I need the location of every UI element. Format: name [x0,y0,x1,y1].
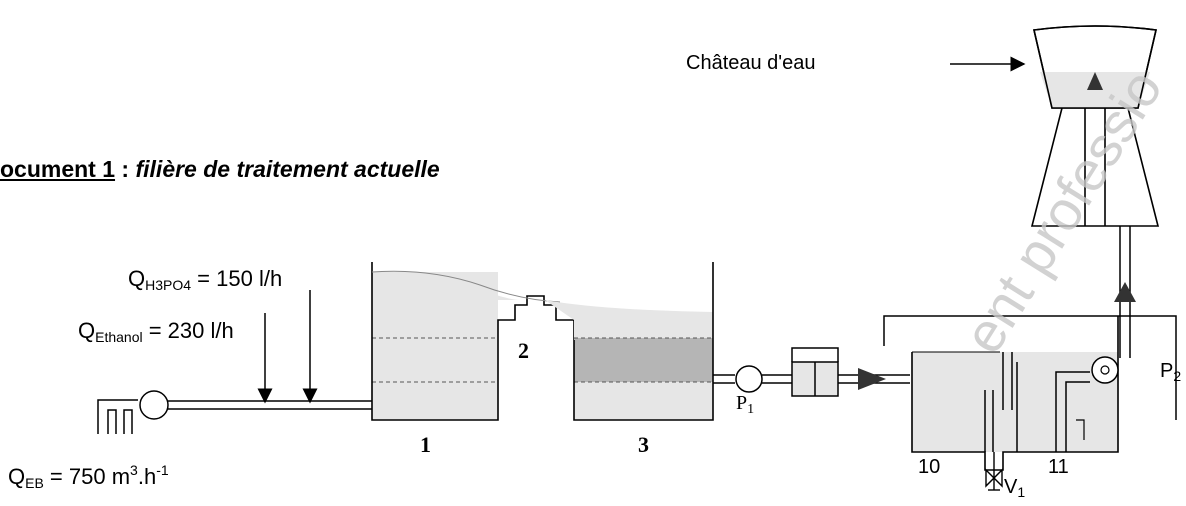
riser-arrow [1114,282,1136,302]
pump-p2-label: P2 [1160,360,1182,384]
tank-10-label: 10 [918,456,941,478]
pump-p1 [735,365,763,393]
outlet-pipe-3 [713,374,735,384]
filter-unit [762,347,910,397]
intake-pump [139,390,169,420]
pump-p2 [1091,356,1119,384]
tank-3 [545,262,714,421]
tank-1-2 [371,262,575,421]
heading-prefix: ocument 1 [0,156,116,182]
tank-10-11 [883,315,1177,471]
heading-title: filière de traitement actuelle [135,156,440,182]
tank-3-label: 3 [638,432,649,457]
chateau-label: Château d'eau [686,52,816,74]
flow-arrow [858,368,886,390]
intake-pipe [97,399,372,434]
valve-v1-label: V1 [1004,476,1026,500]
heading-colon: : [115,156,136,182]
q-h3po4-label: QH3PO4 = 150 l/h [128,266,283,293]
valve-v1 [985,452,1003,491]
document-heading: ocument 1 : filière de traitement actuel… [0,156,440,183]
q-eb-label: QEB = 750 m3.h-1 [8,462,169,491]
tank-1-label: 1 [420,432,431,457]
tank-11-label: 11 [1048,456,1069,478]
water-tower [1030,25,1160,227]
q-ethanol-label: QEthanol = 230 l/h [78,318,234,345]
tank-2-label: 2 [518,338,529,363]
pump-p1-label: P1 [736,392,755,417]
tower-inlet-arrow [1087,72,1103,90]
